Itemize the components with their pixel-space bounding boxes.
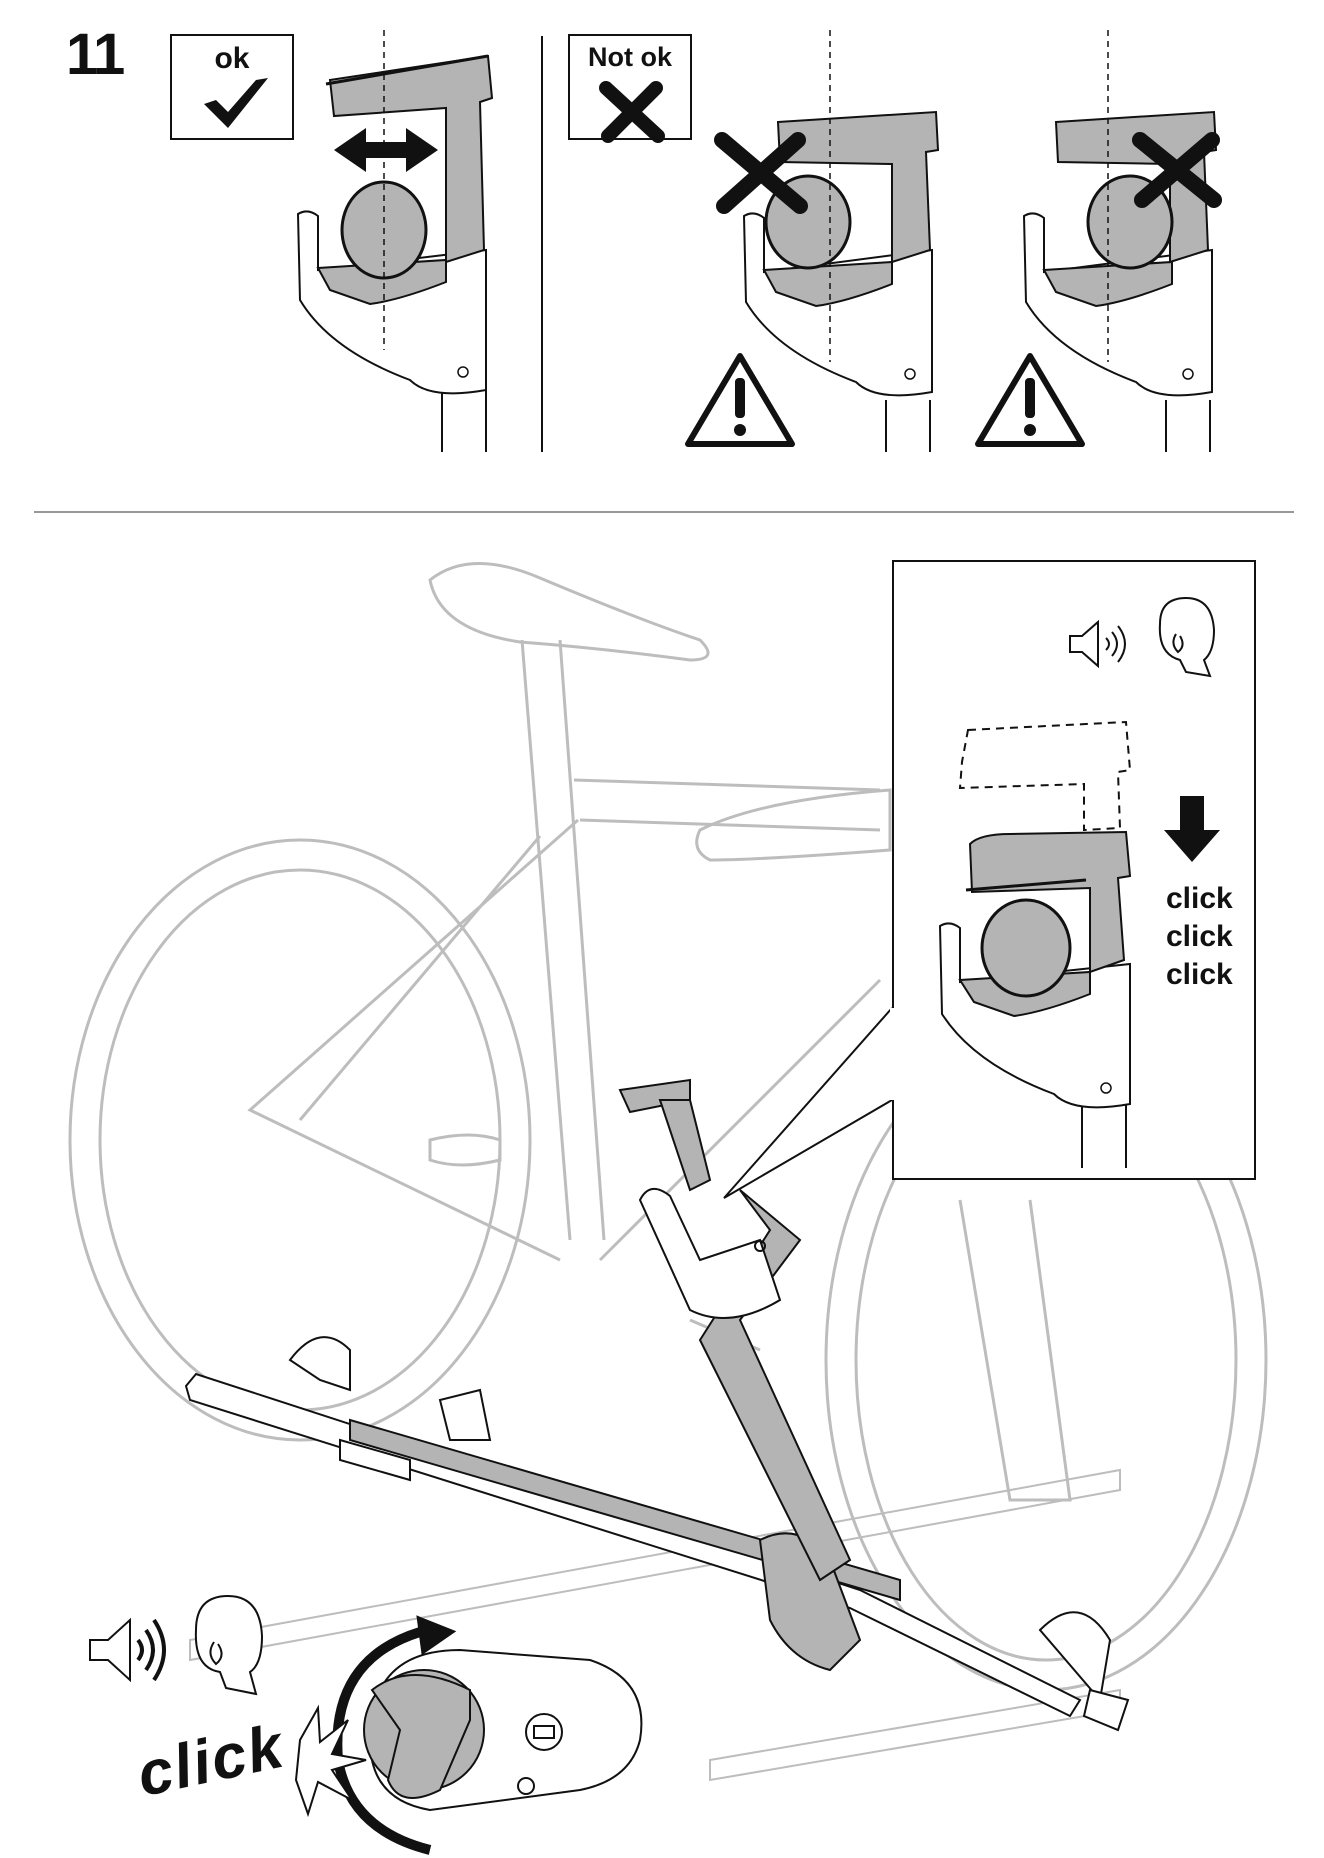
cross-mark-icon: [599, 81, 665, 143]
not-ok-label: Not ok: [588, 42, 672, 72]
step-number: 11: [66, 22, 125, 87]
click-sound-text: click click click: [1166, 880, 1246, 994]
not-ok-label-box: Not ok: [568, 34, 692, 143]
ok-label: ok: [214, 42, 250, 75]
click-line-2: click: [1166, 920, 1233, 953]
click-line-3: click: [1166, 958, 1233, 991]
ok-label-box: ok: [170, 34, 294, 140]
click-line-1: click: [1166, 882, 1233, 915]
check-mark-icon: [204, 78, 268, 128]
